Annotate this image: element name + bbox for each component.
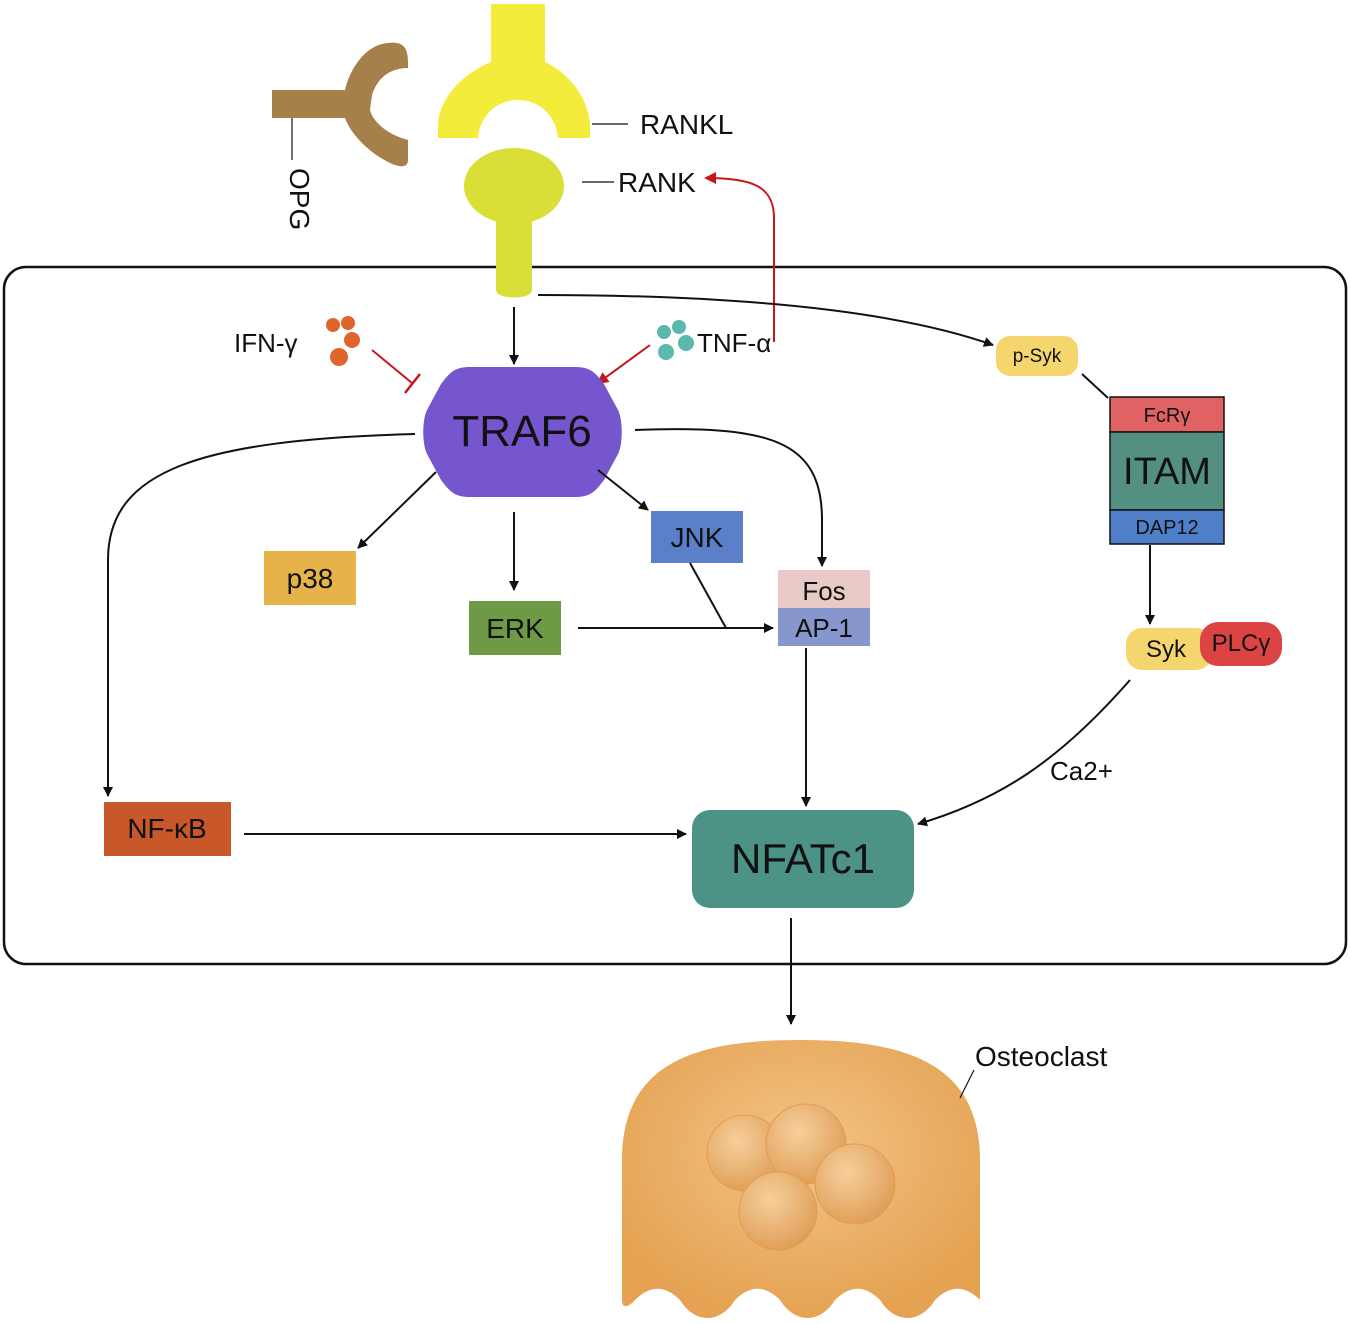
fos-label: Fos (802, 576, 845, 606)
nfkb-node: NF-κB (104, 802, 231, 856)
jnk-node: JNK (651, 511, 743, 563)
psyk-node: p-Syk (996, 336, 1078, 376)
ifn-inhibit-line (371, 349, 413, 384)
tnf-dot (657, 325, 671, 339)
cell-membrane (2, 265, 1348, 966)
ap1-box (778, 608, 870, 646)
rankl-ligand: RANKL (438, 4, 733, 140)
dap12-label: DAP12 (1135, 517, 1198, 539)
p38-label: p38 (287, 563, 334, 594)
syk-label: Syk (1146, 636, 1187, 663)
dap12-box (1109, 509, 1225, 545)
syk-plc-node: Syk PLCγ (1126, 622, 1282, 670)
p38-node: p38 (264, 551, 356, 605)
ifn-dot (330, 348, 348, 366)
plc-label: PLCγ (1212, 630, 1271, 657)
ifn-gamma-label: IFN-γ (234, 328, 298, 358)
ifn-dot (326, 318, 340, 332)
traf6-label: TRAF6 (452, 407, 591, 456)
fos-ap1-node: Fos AP-1 (778, 570, 870, 646)
erk-node: ERK (469, 601, 561, 655)
rankl-label: RANKL (640, 109, 733, 140)
rank-label: RANK (618, 167, 696, 198)
osteoclast-cell: Osteoclast (622, 1040, 1107, 1318)
opg-label: OPG (284, 168, 315, 230)
tnf-dot (672, 320, 686, 334)
ca-label: Ca2+ (1050, 756, 1113, 786)
nucleus (814, 1143, 896, 1225)
traf6-node: TRAF6 (423, 367, 622, 497)
osteoclast-label: Osteoclast (975, 1041, 1107, 1072)
nfatc1-label: NFATc1 (731, 835, 875, 882)
itam-box (1109, 431, 1225, 511)
syk-box (1126, 628, 1212, 670)
fcr-label: FcRγ (1144, 405, 1191, 427)
ifn-gamma: IFN-γ (234, 316, 360, 366)
rank-to-psyk-arrow (537, 294, 994, 347)
rank-receptor: RANK (464, 148, 696, 298)
psyk-label: p-Syk (1013, 346, 1062, 367)
psyk-to-itam-line (1081, 373, 1109, 399)
traf6-to-jnk-arrow (597, 469, 649, 511)
tnf-to-rank-arrow (704, 172, 775, 342)
erk-label: ERK (486, 613, 544, 644)
tnf-to-traf6-arrow (596, 344, 651, 385)
jnk-label: JNK (671, 522, 724, 553)
fos-box (778, 570, 870, 608)
ifn-inhibit-bar (404, 373, 421, 394)
traf6-to-p38-arrow (357, 471, 437, 549)
ap1-label: AP-1 (795, 613, 853, 643)
ifn-dot (341, 316, 355, 330)
opg-receptor: OPG (272, 42, 408, 230)
tnf-alpha-label: TNF-α (697, 328, 771, 358)
tnf-dot (658, 344, 674, 360)
nfkb-label: NF-κB (127, 813, 206, 844)
plc-box (1200, 622, 1282, 666)
tnf-alpha: TNF-α (657, 320, 771, 360)
nfatc1-node: NFATc1 (692, 810, 914, 908)
itam-label: ITAM (1123, 451, 1211, 493)
nucleus (738, 1171, 818, 1251)
fcr-box (1109, 396, 1225, 433)
jnk-to-ap1-line (689, 562, 727, 629)
syk-to-nfatc1-arrow (917, 679, 1131, 827)
itam-complex: FcRγ ITAM DAP12 (1109, 396, 1225, 545)
ifn-dot (344, 332, 360, 348)
traf6-to-fos-arrow (634, 428, 827, 567)
tnf-dot (678, 335, 694, 351)
traf6-to-nfkb-arrow (103, 433, 416, 797)
